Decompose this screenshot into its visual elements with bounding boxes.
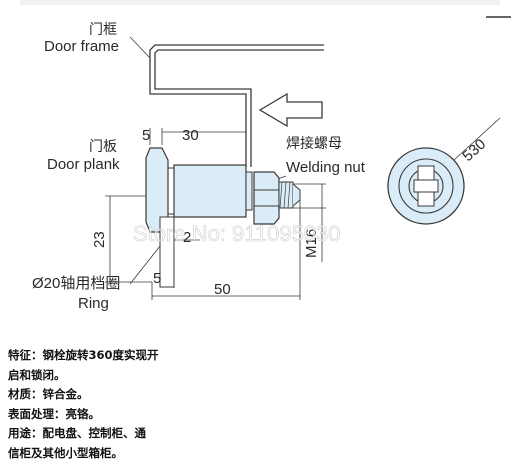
door-frame-label-cn: 门框 — [89, 21, 117, 37]
dim-530: 530 — [459, 136, 489, 165]
thread-hatch — [279, 181, 291, 209]
top-border-bar — [20, 0, 500, 5]
dim-530-leader — [453, 117, 501, 161]
lock-collar — [245, 171, 253, 211]
spec-line: 用途：配电盘、控制柜、通 — [8, 426, 146, 440]
ring-label-cn: Ø20轴用档圈 — [32, 275, 120, 292]
dim-m16: M16 — [303, 229, 320, 258]
spec-line: 信柜及其他小型箱柜。 — [8, 445, 123, 460]
store-watermark: Store No: 911095030 — [133, 221, 341, 246]
dim-30: 30 — [182, 127, 199, 144]
door-frame-sheet — [149, 44, 324, 167]
spec-line: 特征：钢栓旋转360度实现开 — [8, 348, 159, 362]
insertion-arrow — [258, 92, 323, 128]
frame-leader — [129, 36, 151, 59]
spec-line: 启和锁闭。 — [8, 367, 66, 382]
lock-body — [173, 164, 247, 218]
spec-line: 表面处理：亮铬。 — [8, 406, 100, 421]
spec-line: 材质：锌合金。 — [8, 387, 89, 401]
dim-2: 2 — [183, 229, 191, 246]
welding-nut-hex — [253, 171, 280, 225]
welding-nut-label-en: Welding nut — [286, 159, 366, 176]
ring-label-en: Ring — [78, 295, 109, 312]
door-frame-sheet-inner — [154, 49, 324, 167]
door-plank-label-en: Door plank — [47, 156, 120, 173]
product-specs: 特征：钢栓旋转360度实现开 启和锁闭。 材质：锌合金。 表面处理：亮铬。 用途… — [8, 346, 238, 463]
dim-5-top: 5 — [142, 127, 150, 144]
welding-nut-label-cn: 焊接螺母 — [286, 135, 342, 151]
dim-23: 23 — [91, 231, 108, 248]
end-view-key-notch — [413, 179, 439, 193]
door-plank-label-cn: 门板 — [89, 138, 117, 154]
dim-5-bottom: 5 — [153, 270, 161, 287]
dim-50: 50 — [214, 281, 231, 298]
door-frame-label-en: Door frame — [44, 38, 119, 55]
thread-tip — [292, 183, 301, 207]
lock-technical-drawing: 门框 Door frame 门板 Door plank 焊接螺母 Welding… — [20, 0, 511, 312]
